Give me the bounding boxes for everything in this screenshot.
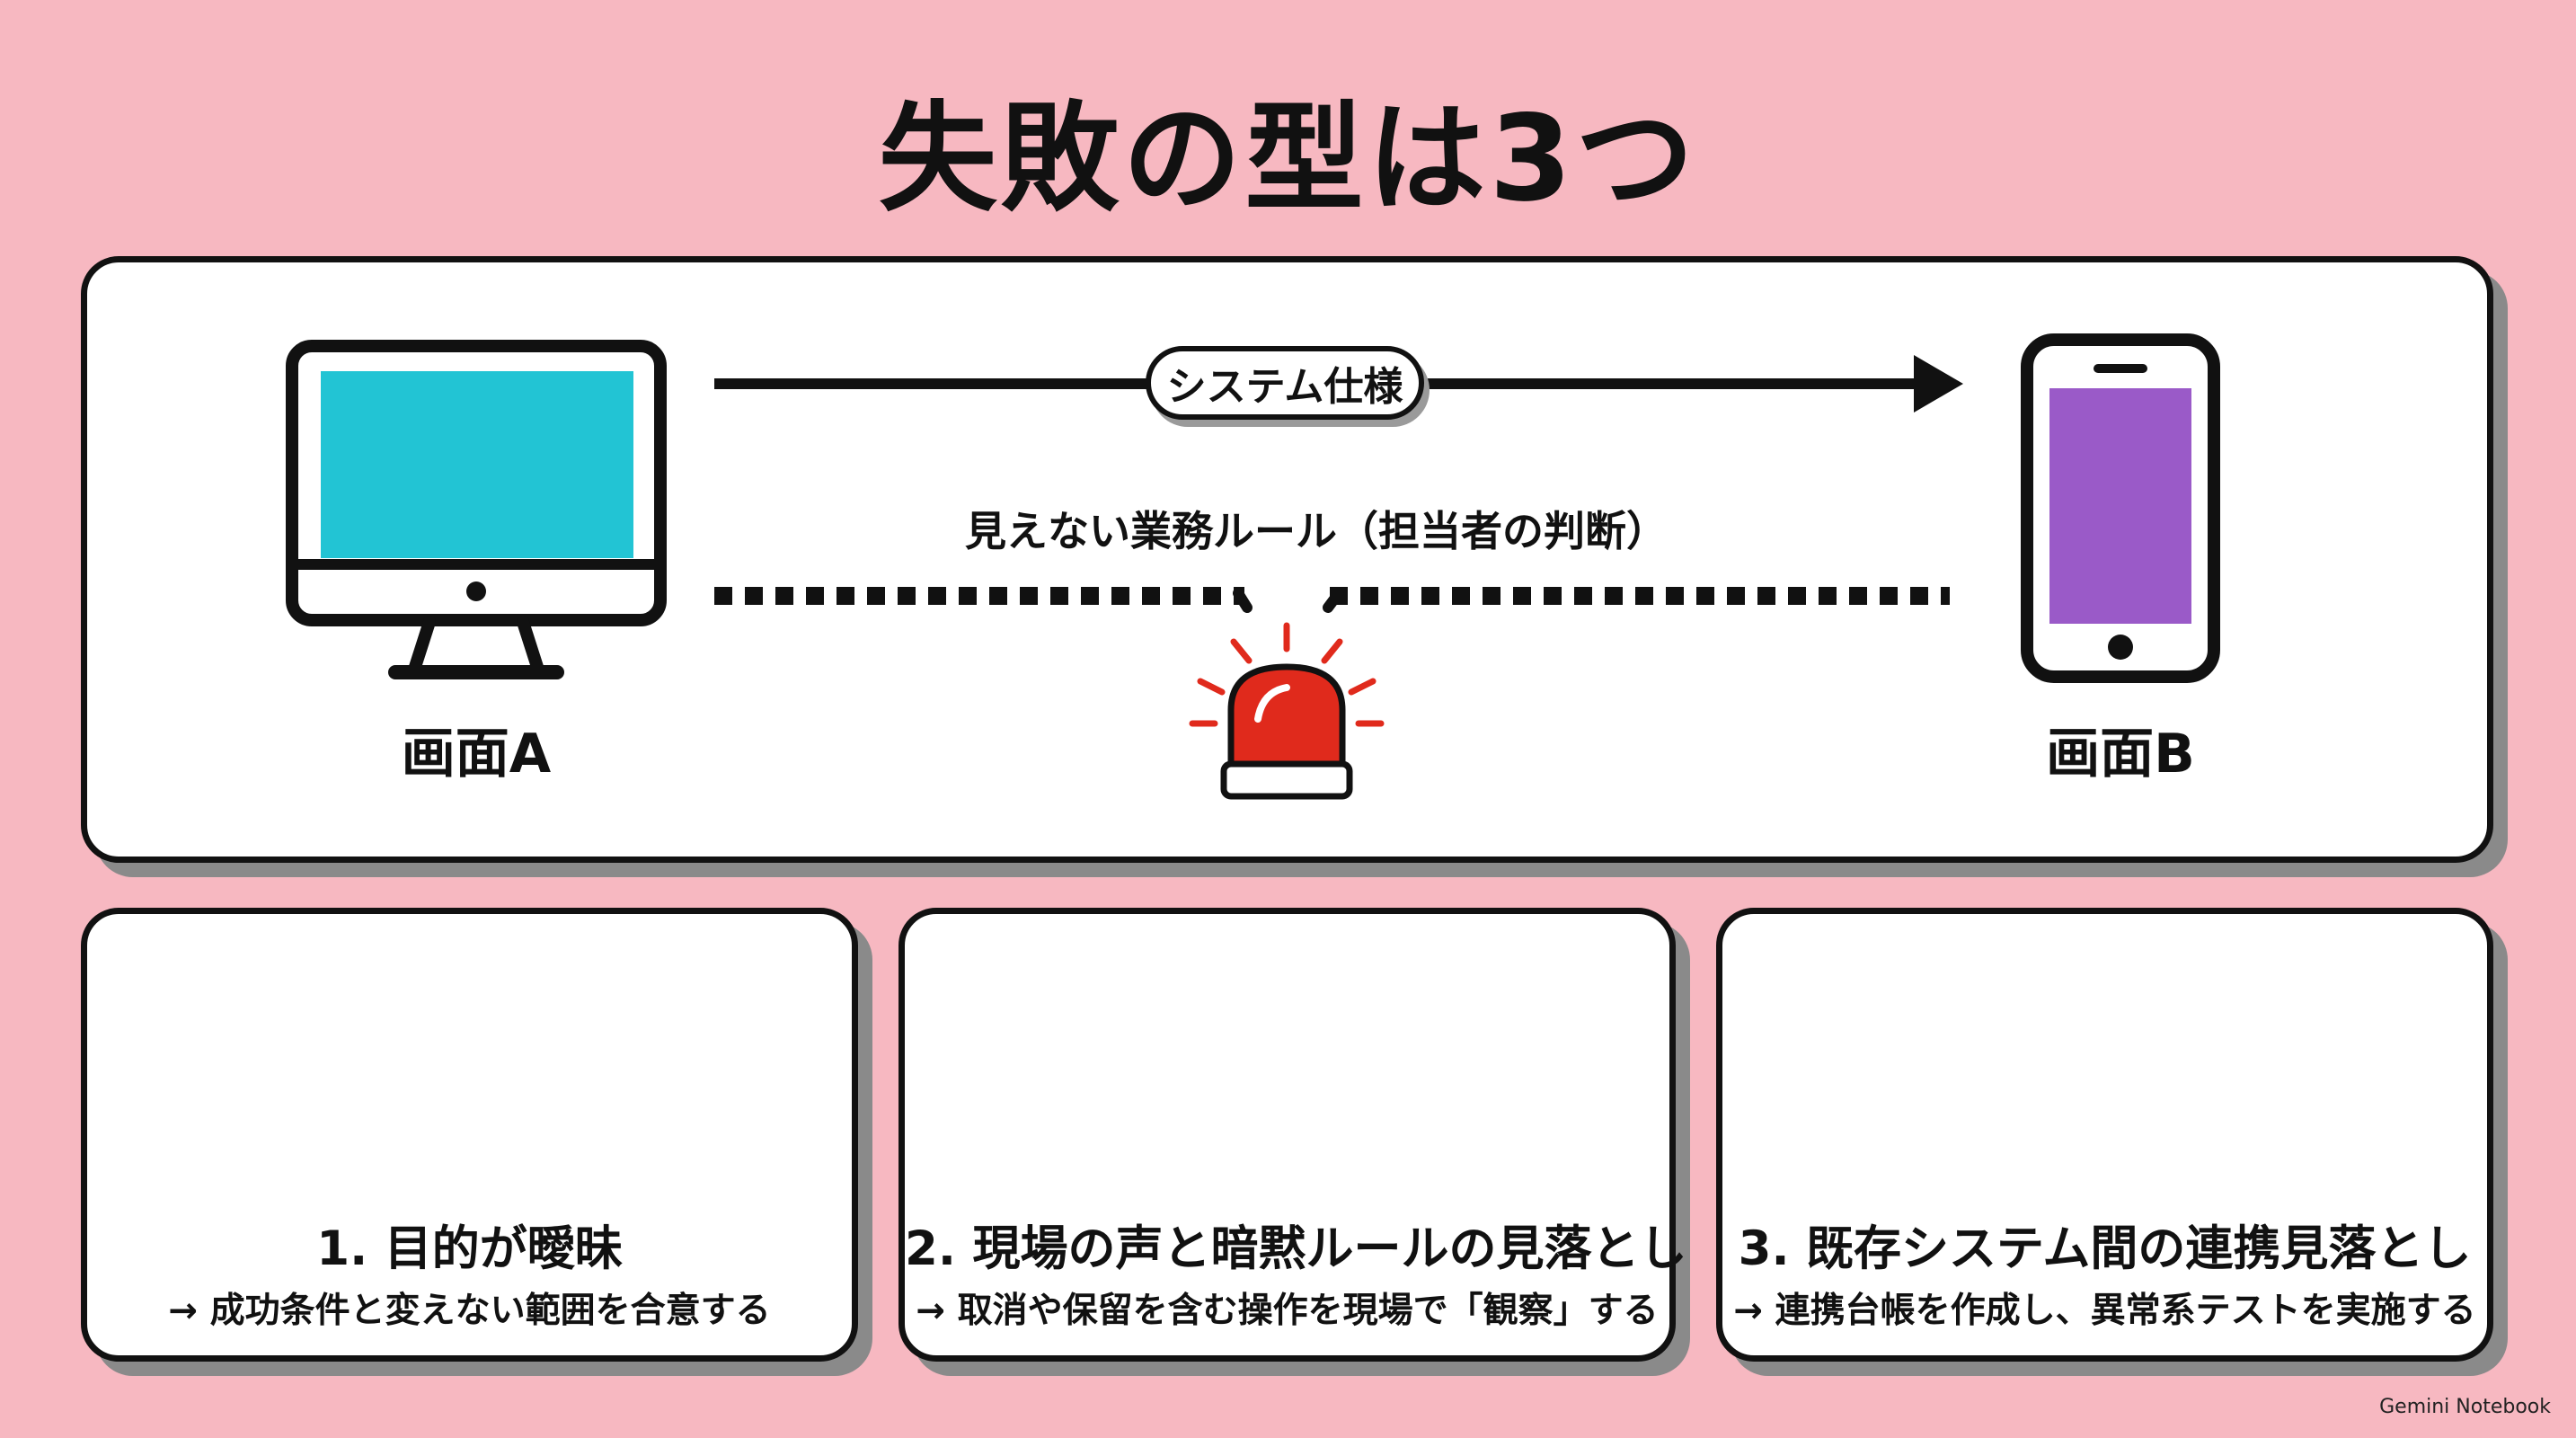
system-spec-badge: システム仕様 (1146, 346, 1424, 420)
monitor-icon (286, 340, 667, 679)
page-title: 失敗の型は3つ (878, 90, 1698, 228)
card-subtitle: → 取消や保留を含む操作を現場で「観察」する (916, 1291, 1659, 1331)
brand-watermark: Gemini Notebook (2379, 1396, 2551, 1418)
hidden-rule-label: 見えない業務ルール（担当者の判断） (965, 507, 1668, 555)
card-title: 1. 目的が曖昧 (316, 1221, 623, 1276)
smartphone-icon (2021, 333, 2220, 683)
failure-card-2: 2. 現場の声と暗黙ルールの見落とし → 取消や保留を含む操作を現場で「観察」す… (899, 908, 1687, 1362)
card-subtitle: → 連携台帳を作成し、異常系テストを実施する (1733, 1291, 2476, 1331)
failure-card-1: 1. 目的が曖昧 → 成功条件と変えない範囲を合意する (81, 908, 858, 1362)
failure-card-3: 3. 既存システム間の連携見落とし → 連携台帳を作成し、異常系テストを実施する (1716, 908, 2493, 1362)
screen-a-label: 画面A (401, 723, 552, 786)
screen-b-label: 画面B (2046, 723, 2195, 786)
card-title: 2. 現場の声と暗黙ルールの見落とし (905, 1221, 1687, 1276)
siren-icon (1189, 622, 1385, 800)
card-title: 3. 既存システム間の連携見落とし (1738, 1221, 2472, 1276)
card-subtitle: → 成功条件と変えない範囲を合意する (168, 1291, 771, 1331)
hidden-rule-dotted-line (714, 587, 1950, 613)
